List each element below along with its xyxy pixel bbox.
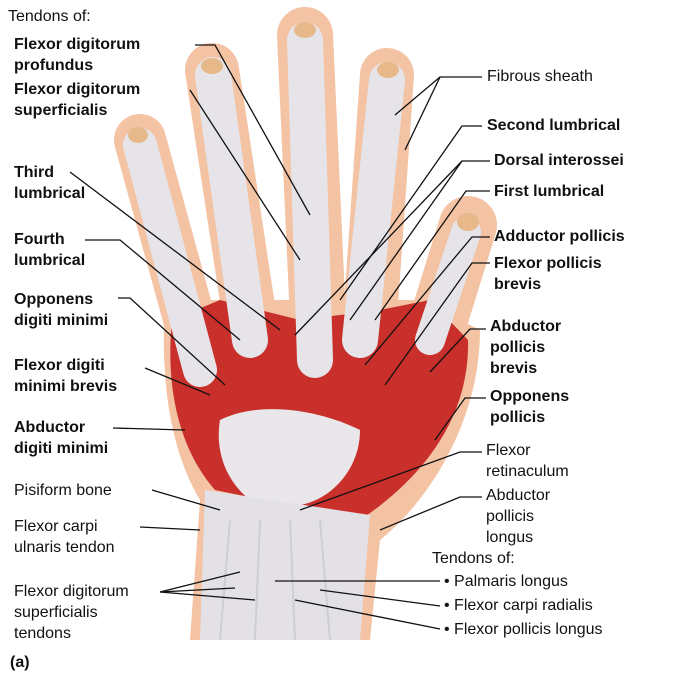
label-dorsal-interossei: Dorsal interossei [494,152,624,169]
nail-tips [128,22,479,231]
tendons-of-heading-left: Tendons of: [8,8,91,25]
label-pisiform-bone: Pisiform bone [14,482,112,499]
tendon-strands [219,519,331,641]
label-flexor-pollicis-longus: • Flexor pollicis longus [444,621,603,638]
label-adductor-pollicis: Adductor pollicis [494,228,625,245]
finger-tendons [123,22,481,387]
label-fibrous-sheath: Fibrous sheath [487,68,593,85]
label-palmaris-longus: • Palmaris longus [444,573,568,590]
label-flexor-carpi-radialis: • Flexor carpi radialis [444,597,593,614]
label-first-lumbrical: First lumbrical [494,183,605,200]
palmar-aponeurosis [218,409,360,505]
tendons-of-heading-right: Tendons of: [432,550,515,567]
label-second-lumbrical: Second lumbrical [487,117,621,134]
panel-label: (a) [10,654,30,671]
leader-lines [69,44,490,630]
